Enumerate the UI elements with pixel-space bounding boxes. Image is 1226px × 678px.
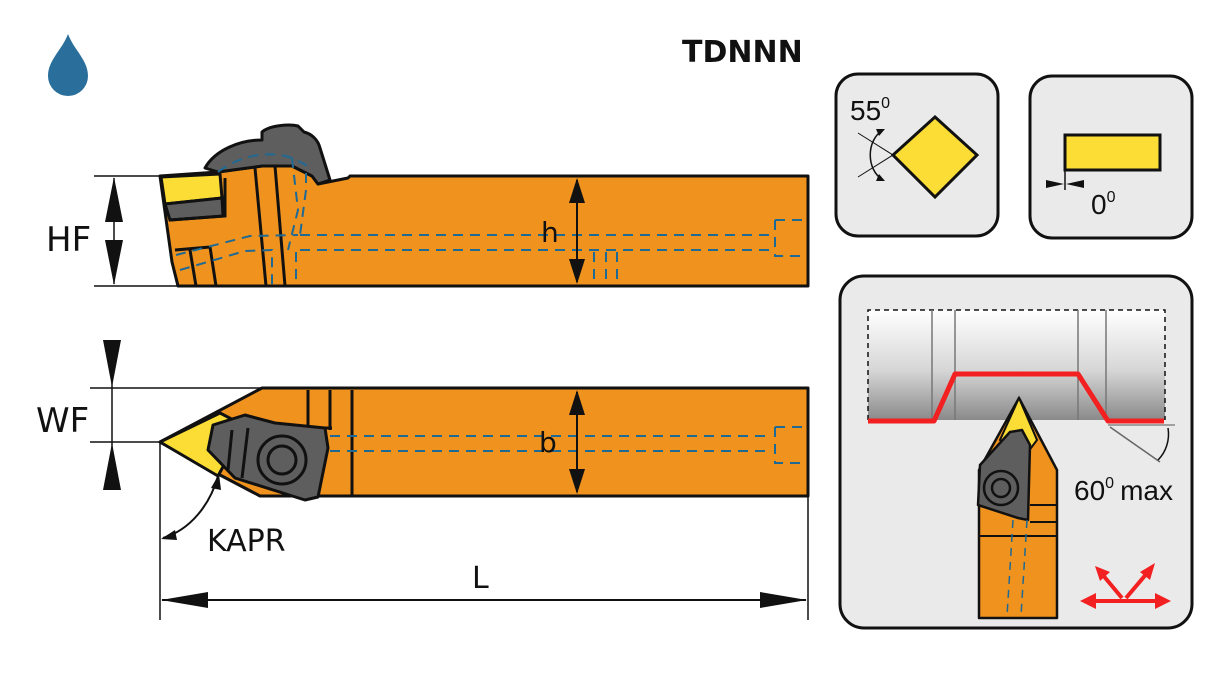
coolant-drop-icon — [48, 34, 88, 96]
clearance-panel: 00 — [1028, 74, 1194, 240]
kapr-label: KAPR — [207, 524, 286, 559]
top-clamp-line-2 — [240, 427, 250, 479]
b-label: b — [539, 426, 557, 459]
insert-angle-label: 550 — [850, 95, 890, 126]
h-arrow-down — [569, 259, 585, 284]
b-arrow-up — [569, 390, 585, 415]
side-view: HF h — [46, 123, 810, 288]
top-clamp-screw-inner — [266, 444, 298, 476]
machined-profile — [868, 371, 1164, 424]
top-clamp-line-1 — [226, 429, 234, 471]
product-title: TDNNN — [682, 35, 803, 70]
l-arrow-right — [760, 592, 807, 608]
side-hidden-lines — [175, 153, 806, 286]
flat-insert-icon — [1063, 133, 1162, 172]
kapr-arrow-2 — [211, 474, 221, 490]
h-label: h — [541, 216, 559, 249]
clearance-angle-label: 00 — [1091, 189, 1116, 220]
hf-label: HF — [46, 220, 91, 260]
l-arrow-left — [161, 592, 208, 608]
wf-arrow-bottom — [103, 443, 121, 490]
side-body-line-2 — [273, 165, 287, 287]
kapr-arrow-1 — [161, 530, 177, 540]
hf-arrow-down — [105, 240, 123, 285]
h-arrow-up — [569, 178, 585, 203]
b-arrow-down — [569, 469, 585, 494]
top-hidden-lines — [330, 426, 806, 464]
side-body-line-1 — [253, 167, 268, 287]
insert-shape-panel: 550 — [834, 72, 1000, 238]
wf-label: WF — [36, 401, 89, 441]
side-pocket-line — [169, 178, 227, 222]
top-view: WF b KAPR — [36, 340, 810, 620]
feed-directions-arrows-icon — [1080, 563, 1171, 609]
l-label: L — [472, 561, 489, 596]
wf-arrow-top — [103, 340, 121, 387]
rhombic-insert-icon — [890, 114, 980, 200]
hf-arrow-up — [105, 177, 123, 222]
